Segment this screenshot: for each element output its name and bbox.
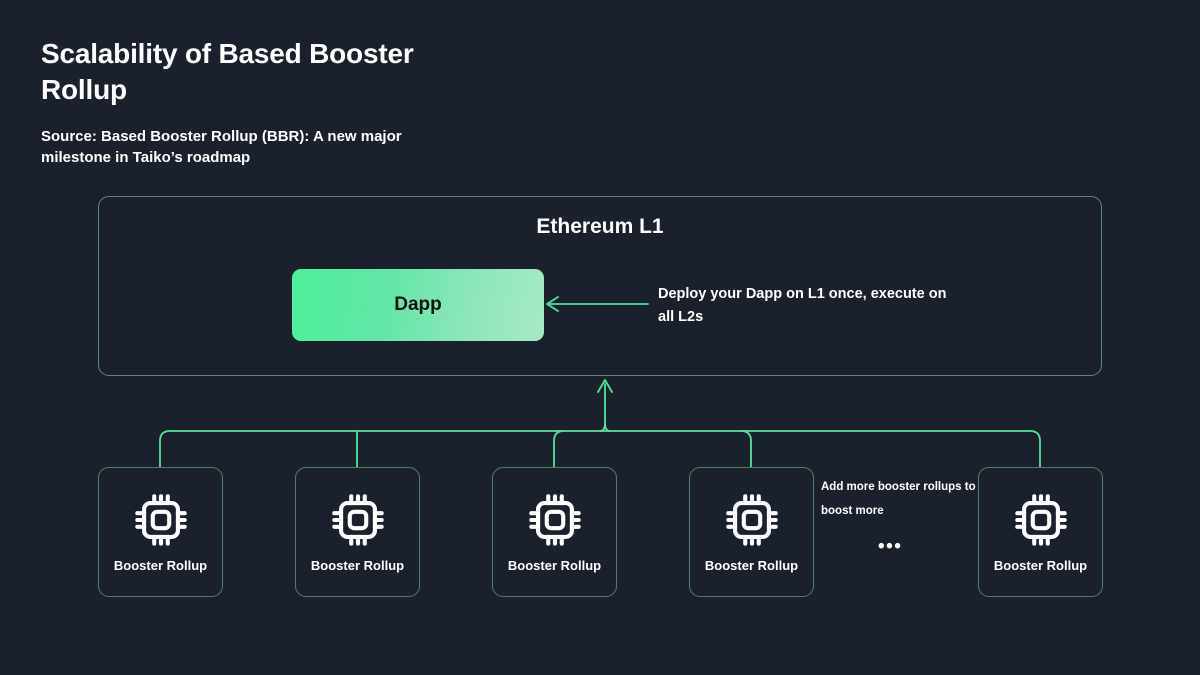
chip-icon: [1014, 494, 1067, 546]
ellipsis-indicator: •••: [878, 536, 903, 557]
booster-rollup-label: Booster Rollup: [993, 558, 1088, 573]
booster-rollup-node-3[interactable]: Booster Rollup: [492, 467, 617, 597]
add-more-annotation: Add more booster rollups to boost more: [821, 481, 976, 517]
booster-rollup-label: Booster Rollup: [113, 558, 208, 573]
booster-rollup-label: Booster Rollup: [310, 558, 405, 573]
chip-icon: [134, 494, 187, 546]
ethereum-l1-container: Ethereum L1 Dapp: [98, 196, 1102, 376]
chip-icon: [331, 494, 384, 546]
booster-rollup-label: Booster Rollup: [704, 558, 799, 573]
dapp-box[interactable]: Dapp: [292, 269, 544, 341]
deploy-annotation: Deploy your Dapp on L1 once, execute on …: [658, 286, 947, 326]
booster-rollup-node-4[interactable]: Booster Rollup: [689, 467, 814, 597]
dapp-label: Dapp: [394, 294, 442, 315]
chip-icon: [725, 494, 778, 546]
header: Scalability of Based Booster Rollup Sour…: [41, 36, 661, 169]
booster-rollup-node-2[interactable]: Booster Rollup: [295, 467, 420, 597]
ethereum-l1-title: Ethereum L1: [536, 215, 664, 238]
page-title: Scalability of Based Booster Rollup: [41, 38, 414, 105]
booster-rollup-node-1[interactable]: Booster Rollup: [98, 467, 223, 597]
booster-rollup-node-5[interactable]: Booster Rollup: [978, 467, 1103, 597]
chip-icon: [528, 494, 581, 546]
booster-rollup-label: Booster Rollup: [507, 558, 602, 573]
source-caption: Source: Based Booster Rollup (BBR): A ne…: [41, 127, 402, 167]
